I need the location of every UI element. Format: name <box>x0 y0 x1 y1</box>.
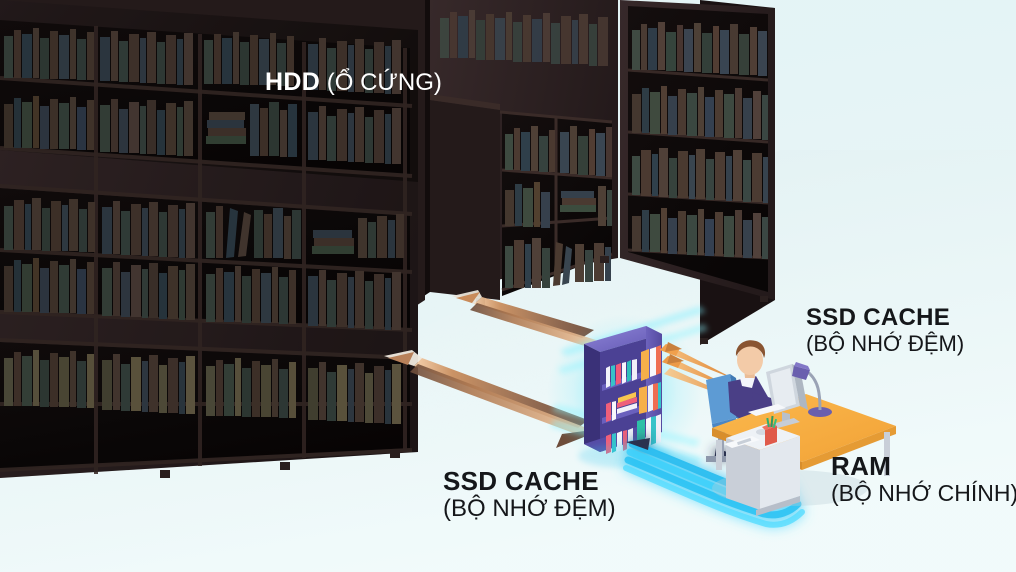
label-ssd-cache-right-sub: (BỘ NHỚ ĐỆM) <box>806 330 965 356</box>
desk <box>712 362 896 516</box>
workstation-group <box>706 340 896 516</box>
label-ssd-cache-left-sub: (BỘ NHỚ ĐỆM) <box>443 495 616 523</box>
label-ram-sub: (BỘ NHỚ CHÍNH) <box>831 480 1016 507</box>
label-ssd-cache-right: SSD CACHE (BỘ NHỚ ĐỆM) <box>806 304 965 357</box>
ssd-shelf-body <box>584 326 662 454</box>
arrow-hdd-to-ssd-upper <box>452 290 594 338</box>
label-ssd-cache-left: SSD CACHE (BỘ NHỚ ĐỆM) <box>443 466 616 523</box>
label-hdd-sub: (Ổ CỨNG) <box>320 69 442 96</box>
pen-cup <box>762 415 778 446</box>
label-ram: RAM (BỘ NHỚ CHÍNH) <box>831 451 1016 507</box>
label-hdd: HDD (Ổ CỨNG) <box>265 68 442 97</box>
arrow-hdd-to-ssd-lower <box>384 350 588 428</box>
monitor <box>766 364 808 428</box>
ssd-books-top <box>606 345 661 388</box>
label-hdd-main: HDD <box>265 68 321 96</box>
hdd-bookshelf-group <box>0 0 775 478</box>
label-ssd-cache-left-main: SSD CACHE <box>443 466 599 496</box>
label-ssd-cache-right-main: SSD CACHE <box>806 304 951 331</box>
label-ram-main: RAM <box>831 451 892 481</box>
ssd-books-middle <box>606 382 661 422</box>
ssd-cache-shelf-group <box>547 306 708 470</box>
arrow-ssd-to-hdd-upper <box>470 303 596 347</box>
arrow-ram-to-ssd-a <box>660 342 760 392</box>
desk-lamp <box>792 362 832 417</box>
